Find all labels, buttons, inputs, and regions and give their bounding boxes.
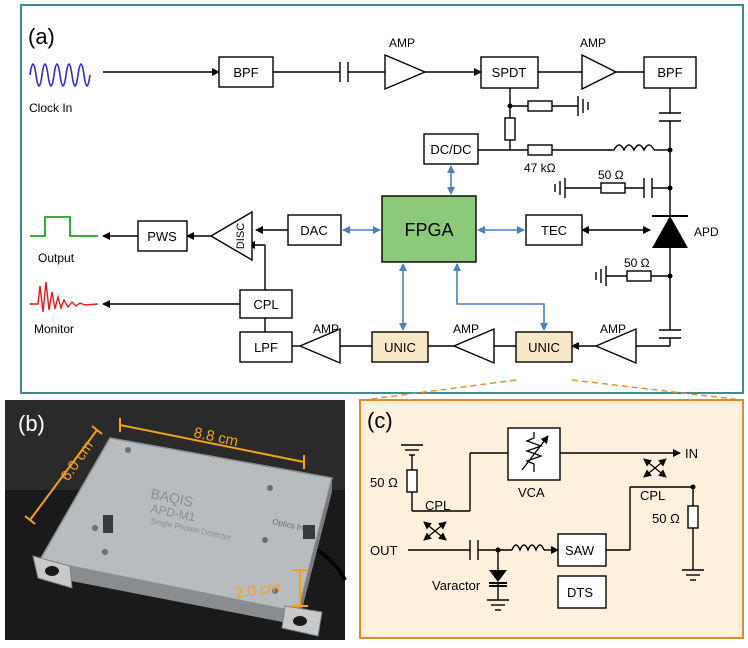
- vca-resistor-icon: [521, 432, 548, 472]
- bpf-2-box: [643, 56, 697, 89]
- vca-label: VCA: [518, 485, 545, 500]
- amp-3-label: AMP: [600, 322, 626, 336]
- dim-width-line: [29, 429, 98, 521]
- disc-icon: [209, 210, 253, 262]
- cpl-label-right: CPL: [640, 488, 665, 503]
- resistor-50-label-top: 50 Ω: [598, 168, 624, 182]
- in-label: IN: [685, 446, 698, 461]
- tec-label: TEC: [541, 223, 567, 238]
- amp-2-label: AMP: [580, 36, 606, 50]
- unic-1-box: [371, 331, 429, 363]
- clock-in-label: Clock In: [29, 101, 72, 115]
- amp-5-icon: [298, 327, 341, 365]
- saw-label: SAW: [565, 543, 595, 558]
- unic-2-label: UNIC: [528, 340, 560, 355]
- fpga-box: [381, 195, 477, 263]
- resistor-50-label-c-right: 50 Ω: [652, 511, 680, 526]
- unic-1-label: UNIC: [384, 340, 416, 355]
- amp-4-label: AMP: [453, 322, 479, 336]
- amp-5-label: AMP: [313, 322, 339, 336]
- monitor-label: Monitor: [34, 322, 74, 336]
- resistor-50-label-c-left: 50 Ω: [370, 475, 398, 490]
- resistor-47k-label: 47 kΩ: [524, 161, 556, 175]
- amp-3-icon: [594, 327, 637, 365]
- dcdc-box: [423, 133, 479, 165]
- apd-label: APD: [694, 225, 719, 239]
- dac-label: DAC: [300, 223, 327, 238]
- cpl-label: CPL: [253, 297, 278, 312]
- dac-box: [287, 214, 342, 246]
- monitor-wave-icon: [30, 281, 99, 313]
- fpga-label: FPGA: [404, 220, 453, 240]
- varactor-label: Varactor: [432, 578, 481, 593]
- dts-label: DTS: [567, 585, 593, 600]
- panel-b-label: (b): [18, 411, 45, 436]
- pws-box: [137, 220, 188, 252]
- cpl-box: [239, 289, 293, 319]
- unic-2-box: [515, 331, 573, 363]
- lpf-box: [239, 331, 293, 363]
- amp-1-icon: [384, 53, 427, 91]
- spdt-label: SPDT: [492, 65, 527, 80]
- pws-label: PWS: [147, 229, 177, 244]
- clock-wave-icon: [29, 63, 91, 87]
- panel-c-label: (c): [367, 408, 393, 433]
- output-label: Output: [38, 251, 75, 265]
- dcdc-label: DC/DC: [430, 142, 471, 157]
- amp-4-icon: [452, 327, 495, 365]
- amp-1-label: AMP: [389, 36, 415, 50]
- lpf-label: LPF: [254, 340, 278, 355]
- link-fpga-unic2: [453, 263, 548, 331]
- dim-height-label: 2.0 cm: [234, 579, 281, 602]
- panel-a-label: (a): [28, 24, 55, 49]
- bpf-2-label: BPF: [657, 65, 682, 80]
- bpf-1-label: BPF: [233, 65, 258, 80]
- output-wave-icon: [30, 216, 98, 237]
- apd-diode-icon: [652, 216, 688, 248]
- cpl-label-left: CPL: [425, 498, 450, 513]
- dts-box: [557, 575, 607, 609]
- spdt-box: [480, 56, 539, 89]
- saw-box: [557, 533, 607, 567]
- tec-box: [525, 214, 583, 246]
- resistor-50-label-bottom: 50 Ω: [624, 256, 650, 270]
- amp-2-icon: [581, 53, 618, 91]
- out-label: OUT: [370, 543, 398, 558]
- dim-length-line: [119, 424, 305, 463]
- varactor-icon: [489, 570, 507, 582]
- disc-label: DISC: [235, 223, 247, 249]
- bpf-1-box: [218, 56, 274, 88]
